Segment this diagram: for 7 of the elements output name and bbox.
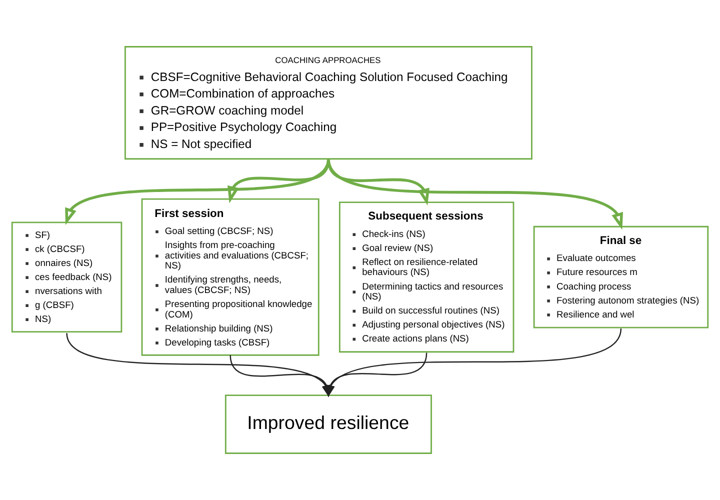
node-box: COACHING APPROACHES CBSF=Cognitive Behavioral Coaching Solution Focused Coaching COM=Combination of approaches GR=GROW coaching model PP=Positive Psychology Coaching NS = Not specified — [124, 46, 532, 160]
node-box: First session Goal setting (CBCSF; NS) Insights from pre-coaching activities and evaluations (CBCSF; NS) Identifying strengths, needs, values (CBCSF; NS) Presenting propositional knowledge (COM) Relationship building (NS) Developing tasks (CBSF) — [141, 198, 320, 356]
node-box: SF) ck (CBCSF) onnaires (NS) ces feedback (NS) nversations with g (CBSF) NS) — [11, 222, 122, 332]
node-box: Improved resilience — [224, 394, 432, 454]
node-box: Final se Evaluate outcomes Future resources m Coaching process Fostering autonom strategies (NS) Resilience and wel — [533, 226, 709, 328]
arrow — [327, 158, 624, 230]
node-box: Subsequent sessions Check-ins (NS) Goal review (NS) Reflect on resilience-related behaviours (NS) Determining tactics and resources (NS) Build on successful routines (NS) Adjusting personal objectives (NS) Create actions plans (NS) — [338, 202, 514, 353]
